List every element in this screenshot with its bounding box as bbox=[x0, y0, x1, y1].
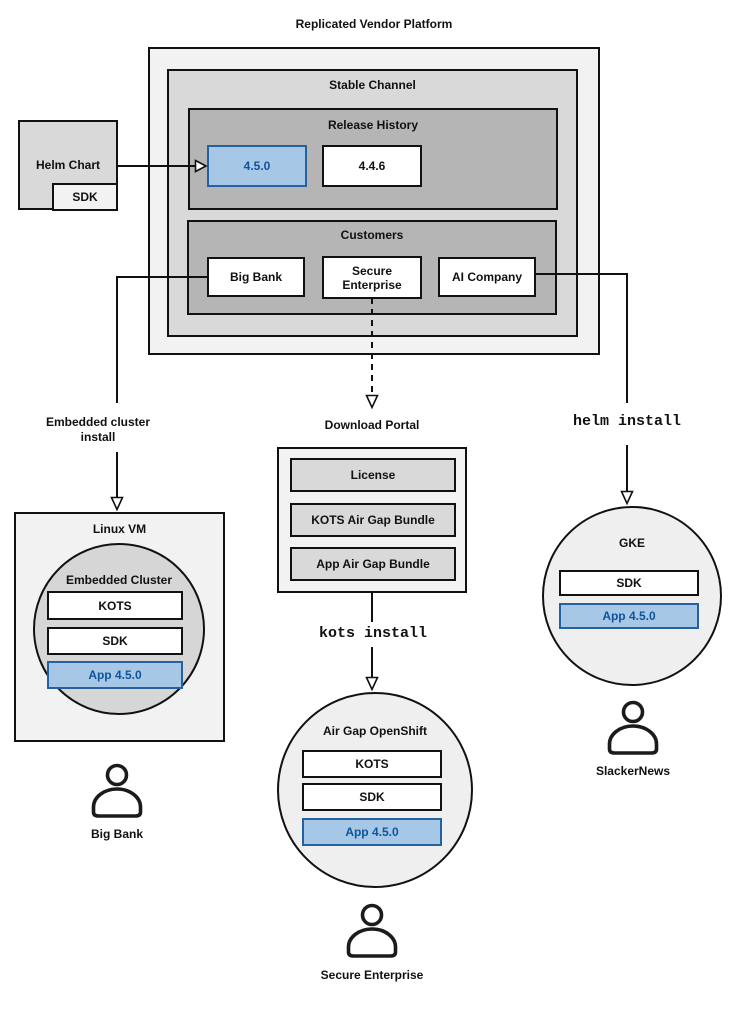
customer-ai-company-box: AI Company bbox=[438, 257, 536, 297]
stable-channel-box: Stable Channel Release History 4.5.0 4.4… bbox=[167, 69, 578, 337]
big-bank-user-label: Big Bank bbox=[90, 827, 143, 841]
release-450-box: 4.5.0 bbox=[207, 145, 307, 187]
portal-license-box: License bbox=[290, 458, 456, 492]
helm-chart-label: Helm Chart bbox=[35, 158, 100, 172]
embedded-install-arrowhead-icon bbox=[110, 496, 124, 512]
linux-vm-box: Linux VM Embedded Cluster KOTS SDK App 4… bbox=[14, 512, 225, 742]
gke-app-box: App 4.5.0 bbox=[559, 603, 699, 629]
customers-title: Customers bbox=[340, 228, 404, 242]
secure-enterprise-user-label: Secure Enterprise bbox=[320, 968, 424, 982]
customer-big-bank-box: Big Bank bbox=[207, 257, 305, 297]
portal-kots-bundle-box: KOTS Air Gap Bundle bbox=[290, 503, 456, 537]
release-history-title: Release History bbox=[327, 118, 419, 132]
release-446-box: 4.4.6 bbox=[322, 145, 422, 187]
helm-install-label: helm install bbox=[572, 413, 682, 430]
kots-install-label: kots install bbox=[318, 625, 428, 642]
platform-box: Stable Channel Release History 4.5.0 4.4… bbox=[148, 47, 600, 355]
gke-circle: GKE SDK App 4.5.0 bbox=[542, 506, 722, 686]
big-bank-user-icon bbox=[91, 763, 143, 818]
download-portal-title: Download Portal bbox=[324, 418, 420, 432]
helm-chart-sdk-box: SDK bbox=[52, 183, 118, 211]
release-history-box: Release History 4.5.0 4.4.6 bbox=[188, 108, 558, 210]
stable-channel-title: Stable Channel bbox=[329, 78, 416, 92]
download-portal-box: License KOTS Air Gap Bundle App Air Gap … bbox=[277, 447, 467, 593]
openshift-circle: Air Gap OpenShift KOTS SDK App 4.5.0 bbox=[277, 692, 473, 888]
helm-install-arrowhead-icon bbox=[620, 490, 634, 506]
linux-vm-sdk-box: SDK bbox=[47, 627, 183, 655]
helm-chart-box: Helm Chart SDK bbox=[18, 120, 118, 211]
linux-vm-app-box: App 4.5.0 bbox=[47, 661, 183, 689]
portal-app-bundle-box: App Air Gap Bundle bbox=[290, 547, 456, 581]
openshift-sdk-box: SDK bbox=[302, 783, 442, 811]
embedded-cluster-circle: Embedded Cluster KOTS SDK App 4.5.0 bbox=[33, 543, 205, 715]
customers-box: Customers Big Bank Secure Enterprise AI … bbox=[187, 220, 557, 315]
embedded-cluster-title: Embedded Cluster bbox=[65, 573, 173, 587]
platform-title: Replicated Vendor Platform bbox=[295, 17, 453, 31]
gke-title: GKE bbox=[618, 536, 645, 550]
gke-sdk-box: SDK bbox=[559, 570, 699, 596]
openshift-title: Air Gap OpenShift bbox=[322, 724, 427, 738]
secure-enterprise-user-icon bbox=[346, 903, 398, 958]
slackernews-user-label: SlackerNews bbox=[595, 764, 671, 778]
openshift-app-box: App 4.5.0 bbox=[302, 818, 442, 846]
kots-install-arrowhead-icon bbox=[365, 676, 379, 692]
linux-vm-title: Linux VM bbox=[92, 522, 147, 536]
slackernews-user-icon bbox=[607, 700, 659, 755]
openshift-kots-box: KOTS bbox=[302, 750, 442, 778]
linux-vm-kots-box: KOTS bbox=[47, 591, 183, 620]
download-portal-arrowhead-icon bbox=[365, 394, 379, 410]
customer-secure-enterprise-box: Secure Enterprise bbox=[322, 256, 422, 299]
embedded-install-label: Embedded cluster install bbox=[45, 415, 151, 444]
